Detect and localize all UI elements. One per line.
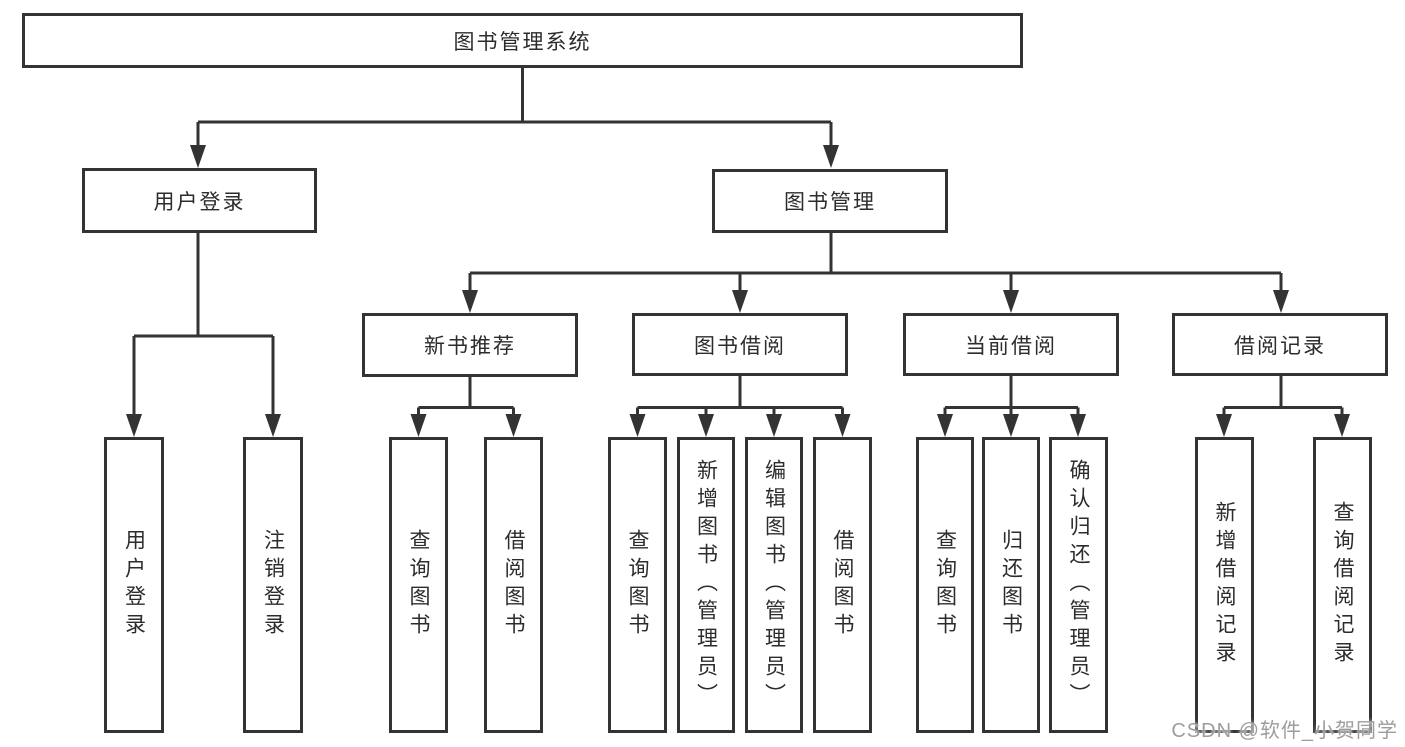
leaf-records-add-borrow-record: 新增借阅记录: [1195, 437, 1254, 733]
leaf-borrow-borrow-books: 借阅图书: [813, 437, 872, 733]
node-current-borrowing: 当前借阅: [903, 313, 1119, 376]
leaf-borrow-edit-books-admin: 编辑图书（管理员）: [745, 437, 803, 733]
leaf-user-login: 用户登录: [104, 437, 164, 733]
leaf-current-confirm-return-admin: 确认归还（管理员）: [1049, 437, 1108, 733]
leaf-newbook-borrow-books: 借阅图书: [484, 437, 543, 733]
leaf-records-query-borrow-record: 查询借阅记录: [1313, 437, 1372, 733]
leaf-current-query-books: 查询图书: [916, 437, 974, 733]
node-book-management: 图书管理: [712, 169, 948, 233]
leaf-current-return-books: 归还图书: [982, 437, 1040, 733]
leaf-borrow-query-books: 查询图书: [608, 437, 667, 733]
node-library-management-system: 图书管理系统: [22, 13, 1023, 68]
node-borrowing-records: 借阅记录: [1172, 313, 1388, 376]
node-new-book-recommend: 新书推荐: [362, 313, 578, 377]
node-book-borrowing: 图书借阅: [632, 313, 848, 376]
node-user-login: 用户登录: [82, 168, 317, 233]
leaf-borrow-add-books-admin: 新增图书（管理员）: [677, 437, 735, 733]
leaf-logout: 注销登录: [243, 437, 303, 733]
csdn-watermark: CSDN @软件_小贺同学: [1171, 720, 1398, 742]
arrowhead-icons: [126, 145, 1350, 437]
leaf-newbook-query-books: 查询图书: [389, 437, 448, 733]
